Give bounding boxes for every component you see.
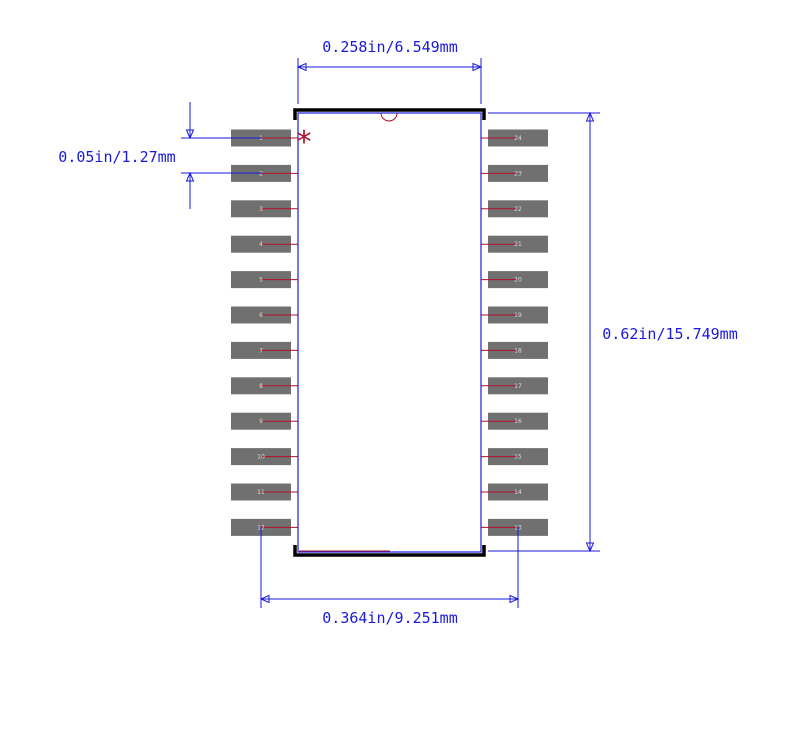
body-length-dimension: 0.62in/15.749mm <box>488 111 738 553</box>
silk-top <box>293 108 486 120</box>
pad-16 <box>488 412 548 430</box>
pad-7 <box>231 341 291 359</box>
pin-number-22: 22 <box>514 206 522 213</box>
pad-21 <box>488 235 548 253</box>
pin1-notch <box>380 112 398 122</box>
pin-number-10: 10 <box>257 454 265 461</box>
pad-18 <box>488 341 548 359</box>
pads-group: 123456789101112242322212019181716151413 <box>231 129 548 536</box>
pin-number-7: 7 <box>259 347 263 354</box>
pin-number-2: 2 <box>259 170 263 177</box>
pad-24 <box>488 129 548 147</box>
pin-number-16: 16 <box>514 418 522 425</box>
pin-number-5: 5 <box>259 277 263 284</box>
pad-19 <box>488 306 548 324</box>
pin-number-4: 4 <box>259 241 263 248</box>
pad-20 <box>488 271 548 289</box>
pin-number-11: 11 <box>257 489 265 496</box>
pin-number-19: 19 <box>514 312 522 319</box>
pin-number-14: 14 <box>514 489 522 496</box>
pad-9 <box>231 412 291 430</box>
pad-11 <box>231 483 291 501</box>
pin-number-21: 21 <box>514 241 522 248</box>
lead-span-label: 0.364in/9.251mm <box>322 609 457 627</box>
pin-number-8: 8 <box>259 383 263 390</box>
pin-number-18: 18 <box>514 347 522 354</box>
body-width-label: 0.258in/6.549mm <box>322 38 457 56</box>
pin-number-20: 20 <box>514 277 522 284</box>
package-body <box>297 112 482 553</box>
pin-number-6: 6 <box>259 312 263 319</box>
lead-span-dimension: 0.364in/9.251mm <box>259 527 520 627</box>
pad-5 <box>231 271 291 289</box>
pad-14 <box>488 483 548 501</box>
body-length-label: 0.62in/15.749mm <box>602 325 737 343</box>
pitch-dimension: 0.05in/1.27mm <box>58 102 262 209</box>
pad-8 <box>231 377 291 395</box>
pin-number-23: 23 <box>514 170 522 177</box>
pad-22 <box>488 200 548 218</box>
pin-number-3: 3 <box>259 206 263 213</box>
silk-bottom <box>293 545 486 557</box>
pitch-label: 0.05in/1.27mm <box>58 148 175 166</box>
pad-17 <box>488 377 548 395</box>
pad-4 <box>231 235 291 253</box>
pin-number-15: 15 <box>514 454 522 461</box>
pin-number-17: 17 <box>514 383 522 390</box>
pad-10 <box>231 448 291 466</box>
body-width-dimension: 0.258in/6.549mm <box>296 38 483 104</box>
pad-6 <box>231 306 291 324</box>
pin-number-24: 24 <box>514 135 522 142</box>
pin1-marker: * <box>297 125 312 160</box>
pad-23 <box>488 164 548 182</box>
pad-3 <box>231 200 291 218</box>
pin-number-9: 9 <box>259 418 263 425</box>
pad-15 <box>488 448 548 466</box>
